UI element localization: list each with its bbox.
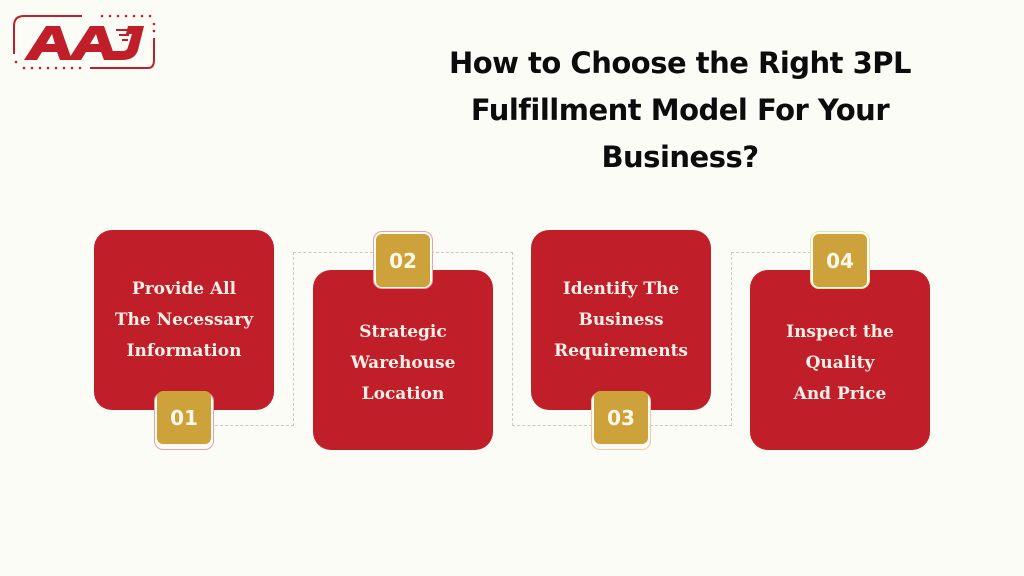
step-4-text: Inspect the Quality And Price — [786, 311, 894, 410]
connector-2-3-bottom — [512, 425, 592, 426]
step-1-line-1: Provide All — [131, 278, 237, 299]
step-4-badge: 04 — [813, 234, 867, 287]
step-1-line-3: Information — [126, 340, 242, 361]
step-2-line-1: Strategic — [359, 321, 447, 342]
step-card-2: Strategic Warehouse Location — [313, 270, 493, 450]
title-line-3: Business? — [601, 140, 759, 174]
step-2-text: Strategic Warehouse Location — [351, 311, 456, 410]
step-4-line-2: Quality — [805, 352, 875, 373]
connector-1-2-top — [293, 252, 373, 253]
title-line-2: Fulfillment Model For Your — [470, 93, 890, 127]
connector-1-2 — [215, 252, 294, 426]
step-2-badge: 02 — [376, 234, 430, 287]
step-3-line-3: Requirements — [553, 340, 688, 361]
aaj-logo — [10, 14, 156, 70]
step-1-text: Provide All The Necessary Information — [115, 274, 253, 367]
logo-icon — [13, 14, 156, 70]
step-card-4: Inspect the Quality And Price — [750, 270, 930, 450]
connector-3-4 — [650, 252, 732, 426]
step-card-1: Provide All The Necessary Information — [94, 230, 274, 410]
step-4-line-3: And Price — [793, 383, 887, 404]
title-line-1: How to Choose the Right 3PL — [448, 46, 912, 80]
step-3-text: Identify The Business Requirements — [554, 274, 688, 367]
step-1-badge: 01 — [157, 391, 211, 444]
step-2-line-2: Warehouse — [350, 352, 456, 373]
step-card-3: Identify The Business Requirements — [531, 230, 711, 410]
step-4-line-1: Inspect the — [786, 321, 894, 342]
connector-3-4-top — [731, 252, 811, 253]
step-3-line-1: Identify The — [562, 278, 680, 299]
step-1-line-2: The Necessary — [114, 309, 254, 330]
step-3-line-2: Business — [578, 309, 664, 330]
step-2-line-3: Location — [361, 383, 445, 404]
step-3-badge: 03 — [594, 391, 648, 444]
page-title: How to Choose the Right 3PL Fulfillment … — [410, 40, 950, 181]
connector-2-3 — [431, 252, 513, 426]
